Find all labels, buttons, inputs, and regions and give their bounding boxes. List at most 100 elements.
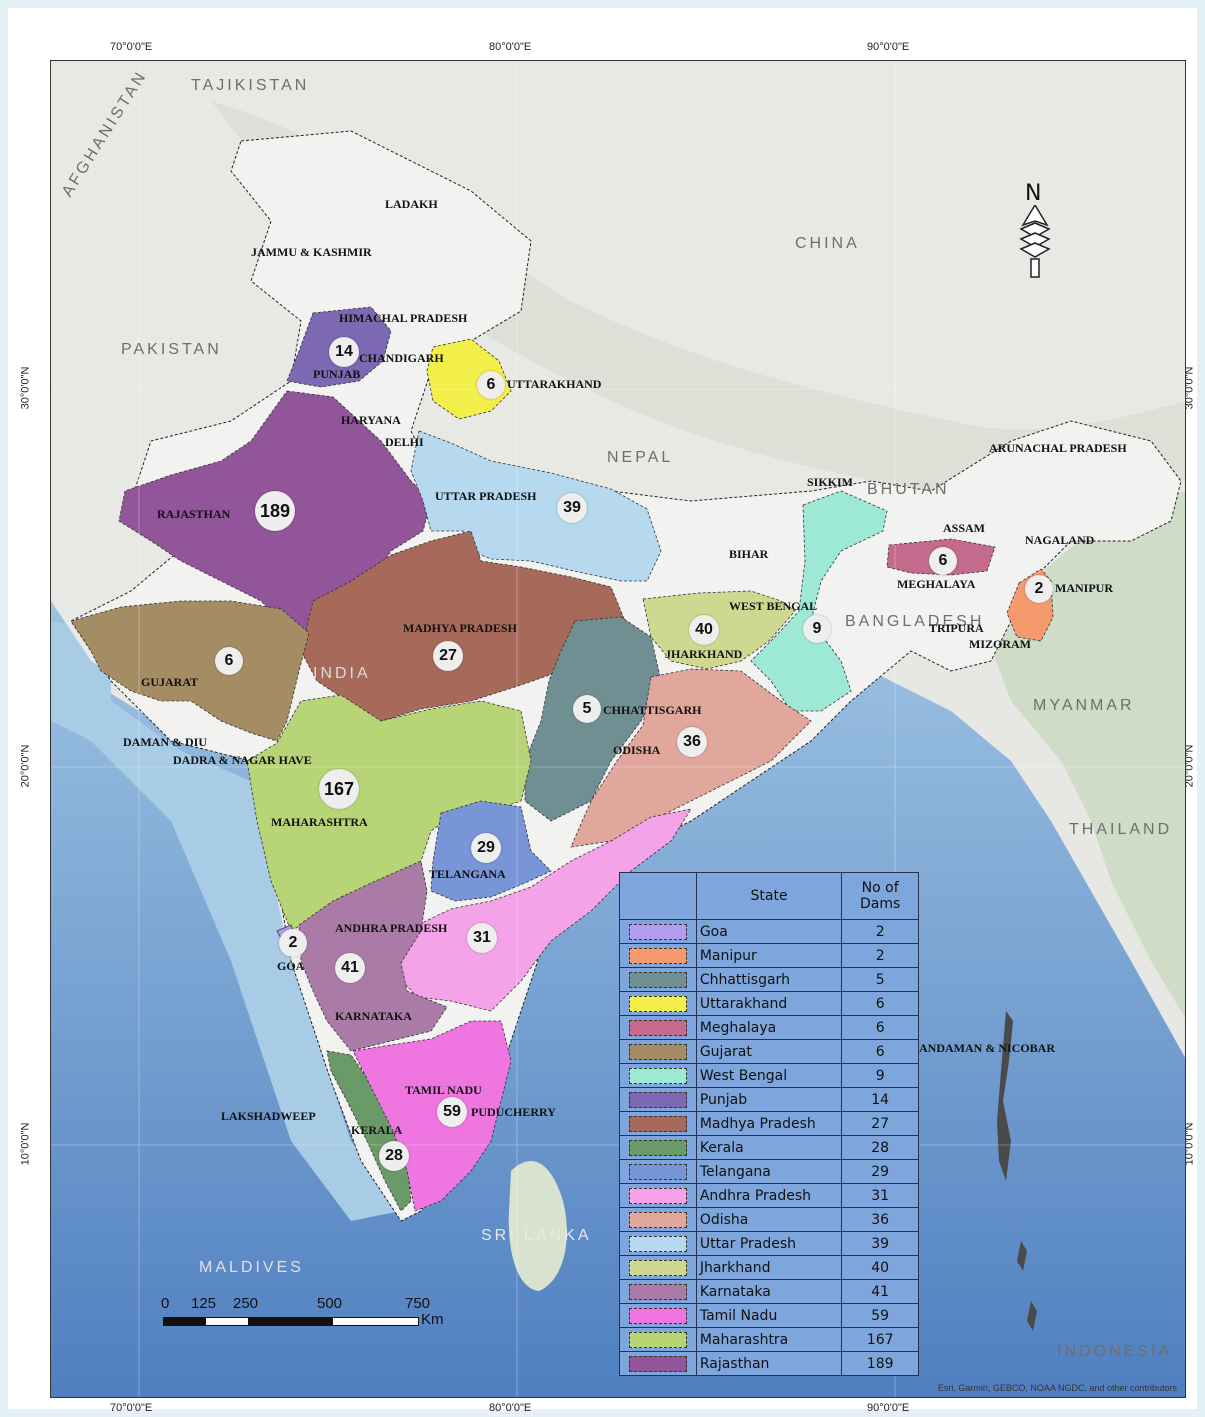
dam-count-badge-kerala[interactable]: 28	[379, 1141, 409, 1171]
dam-count-badge-manipur[interactable]: 2	[1025, 575, 1053, 603]
legend-swatch-color	[628, 1187, 687, 1204]
legend-swatch	[619, 1255, 697, 1280]
legend-state-name: Gujarat	[695, 1039, 843, 1064]
legend-swatch	[619, 967, 697, 992]
dam-count-badge-uttar-pradesh[interactable]: 39	[557, 493, 587, 523]
legend-swatch-color	[628, 1139, 687, 1156]
dam-count-badge-uttarakhand[interactable]: 6	[477, 371, 505, 399]
region-label-puducherry: PUDUCHERRY	[471, 1105, 556, 1119]
legend-swatch-color	[628, 1091, 687, 1108]
state-karnataka	[298, 860, 448, 1052]
region-label-manipur: MANIPUR	[1055, 581, 1113, 595]
region-label-karnataka: KARNATAKA	[335, 1009, 412, 1023]
country-label-sri-lanka: SRI LANKA	[481, 1227, 592, 1244]
lon-tick-bottom-90: 90°0'0"E	[867, 1402, 910, 1414]
dam-count-badge-andhra-pradesh[interactable]: 31	[467, 923, 497, 953]
legend-swatch-color	[628, 1067, 687, 1084]
region-label-uttarakhand: UTTARAKHAND	[507, 377, 602, 391]
country-label-bangladesh: BANGLADESH	[845, 613, 985, 630]
state-west-bengal	[750, 490, 888, 712]
dam-count-badge-tamil-nadu[interactable]: 59	[437, 1097, 467, 1127]
dam-count-badge-meghalaya[interactable]: 6	[929, 547, 957, 575]
dam-count-badge-rajasthan[interactable]: 189	[255, 491, 295, 531]
legend-state-name: West Bengal	[695, 1063, 843, 1088]
country-label-thailand: THAILAND	[1069, 821, 1173, 838]
legend-swatch	[619, 919, 697, 944]
region-label-ladakh: LADAKH	[385, 197, 438, 211]
state-odisha	[570, 668, 812, 848]
legend-swatch-color	[628, 1115, 687, 1132]
legend-dam-count: 6	[841, 1039, 919, 1064]
dam-count-badge-jharkhand[interactable]: 40	[689, 615, 719, 645]
region-label-tamil-nadu: TAMIL NADU	[405, 1083, 482, 1097]
dam-count-badge-telangana[interactable]: 29	[471, 833, 501, 863]
dam-count-badge-goa[interactable]: 2	[279, 929, 307, 957]
legend-state-name: Madhya Pradesh	[695, 1111, 843, 1136]
legend-header-swatch	[619, 872, 697, 920]
dam-count-badge-karnataka[interactable]: 41	[335, 953, 365, 983]
legend-dam-count: 5	[841, 967, 919, 992]
dam-count-badge-west-bengal[interactable]: 9	[803, 615, 831, 643]
legend-dam-count: 9	[841, 1063, 919, 1088]
region-label-himachal-pradesh: HIMACHAL PRADESH	[339, 311, 468, 325]
region-label-tripura: TRIPURA	[929, 621, 984, 635]
region-label-rajasthan: RAJASTHAN	[157, 507, 231, 521]
country-label-indonesia: INDONESIA	[1057, 1343, 1173, 1360]
legend-swatch-color	[628, 971, 687, 988]
legend-swatch-color	[628, 1331, 687, 1348]
legend-swatch	[619, 1279, 697, 1304]
lat-tick-left-10: 10°0'0"N	[19, 1122, 32, 1166]
lon-tick-top-80: 80°0'0"E	[489, 41, 532, 53]
legend-swatch	[619, 1039, 697, 1064]
legend-state-name: Karnataka	[695, 1279, 843, 1304]
scale-unit: Km	[421, 1311, 444, 1328]
legend-swatch	[619, 1207, 697, 1232]
legend-swatch	[619, 1183, 697, 1208]
legend-swatch-color	[628, 923, 687, 940]
legend-dam-count: 36	[841, 1207, 919, 1232]
legend-state-name: Rajasthan	[695, 1351, 843, 1376]
legend-swatch-color	[628, 1283, 687, 1300]
north-arrow-icon: N	[1011, 181, 1059, 285]
scale-tick-0: 0	[161, 1295, 170, 1312]
legend-swatch	[619, 943, 697, 968]
dam-count-badge-madhya-pradesh[interactable]: 27	[433, 641, 463, 671]
dam-count-badge-maharashtra[interactable]: 167	[319, 769, 359, 809]
legend-state-name: Meghalaya	[695, 1015, 843, 1040]
region-label-gujarat: GUJARAT	[141, 675, 199, 689]
legend-dam-count: 40	[841, 1255, 919, 1280]
legend-dam-count: 28	[841, 1135, 919, 1160]
legend-swatch-color	[628, 1355, 687, 1372]
legend-state-name: Manipur	[695, 943, 843, 968]
map-canvas[interactable]: TAJIKISTAN AFGHANISTAN PAKISTAN CHINA NE…	[50, 60, 1186, 1398]
legend-dam-count: 189	[841, 1351, 919, 1376]
dam-count-badge-punjab[interactable]: 14	[329, 337, 359, 367]
dam-count-badge-chhattisgarh[interactable]: 5	[573, 695, 601, 723]
legend-swatch-color	[628, 1235, 687, 1252]
dam-count-badge-gujarat[interactable]: 6	[215, 647, 243, 675]
region-label-uttar-pradesh: UTTAR PRADESH	[435, 489, 537, 503]
legend-swatch-color	[628, 1211, 687, 1228]
dam-count-badge-odisha[interactable]: 36	[677, 727, 707, 757]
north-arrow-glyph	[1019, 205, 1051, 278]
